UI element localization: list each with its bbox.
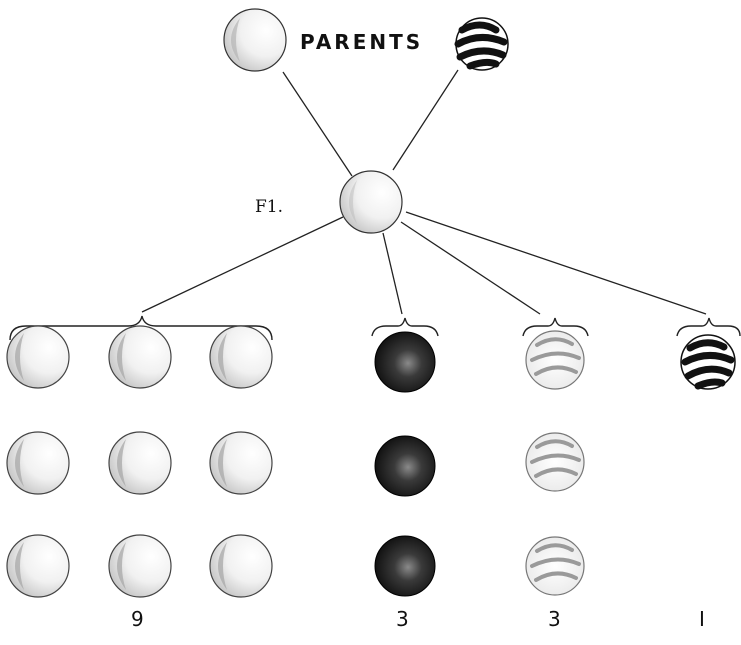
white-marble [108,431,172,495]
f1-to-white-group-line [141,216,344,313]
parent-dark-striped-marble [454,17,509,71]
f1-generation-label: F1. [255,197,284,217]
white-marble [209,534,273,598]
white-marble [209,325,273,389]
white-marble-group [6,325,273,598]
f1-to-black-group-line [382,232,403,315]
black-marble [374,535,436,597]
f1-to-dark-striped-group-line [405,211,707,315]
f1-marble [339,170,403,234]
f1-to-light-striped-group-line [400,221,541,315]
black-marble-group [374,331,436,597]
brace-light-striped-group [522,317,589,337]
parent-white-marble [223,8,287,72]
white-marble [6,534,70,598]
ratio-count-dark-striped: I [699,607,705,631]
white-marble [6,431,70,495]
black-marble [374,435,436,497]
brace-dark-striped-group [676,317,741,337]
parent-left-to-f1-line [282,71,353,177]
black-marble [374,331,436,393]
white-marble [6,325,70,389]
dark-striped-marble [680,334,736,390]
white-marble [108,325,172,389]
light-striped-marble-group [525,330,585,596]
white-marble [108,534,172,598]
brace-black-group [371,317,439,337]
light-striped-marble [525,432,585,492]
parent-right-to-f1-line [392,69,459,171]
connector-lines [141,69,707,315]
ratio-count-black: 3 [396,607,409,631]
white-marble [209,431,273,495]
ratio-count-light-striped: 3 [548,607,561,631]
ratio-count-white: 9 [131,607,144,631]
brace-white-group [9,315,273,341]
light-striped-marble [525,536,585,596]
group-braces [9,315,741,341]
light-striped-marble [525,330,585,390]
parents-label: PARENTS [300,30,424,54]
